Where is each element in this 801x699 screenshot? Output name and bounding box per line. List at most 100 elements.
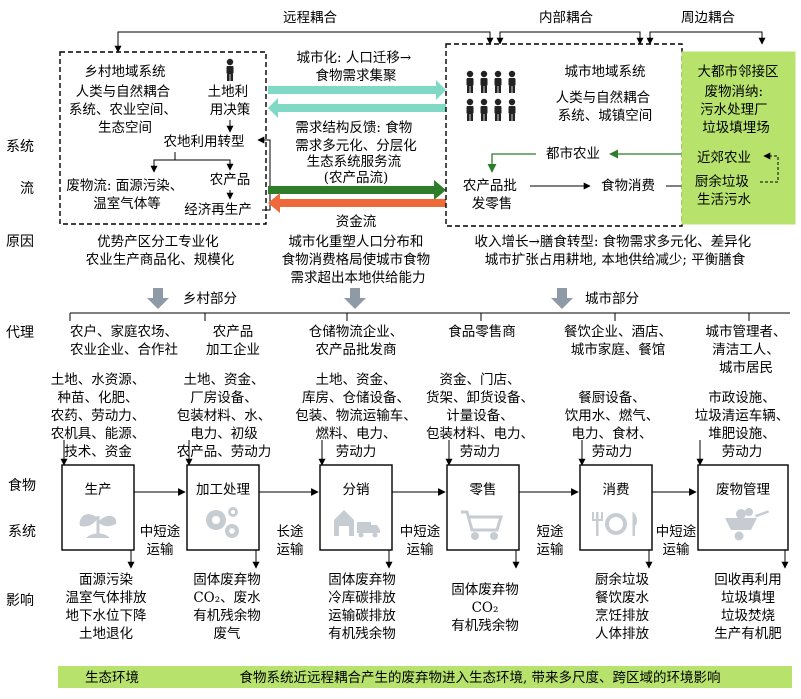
metro-desc: 废物消纳: 污水处理厂 垃圾填埋场 [700, 84, 772, 136]
dashed-arrow-waste-to-suburban [760, 152, 779, 183]
arrow-transform-to-product [175, 159, 234, 171]
agent-processing: 农产品加工企业 [206, 324, 260, 358]
urban-desc: 人类与自然耦合 系统、城镇空间 [556, 89, 655, 124]
agent-tick-marks [69, 313, 750, 321]
side-label-cause: 原因 [6, 234, 34, 250]
rural-desc: 人类与自然耦合 系统、农业空间、 生态空间 [69, 83, 181, 136]
side-label-agent: 代理 [6, 325, 34, 341]
inputs-retail: 资金、门店、货架、卸货设备、计量设备、包装材料、电力、劳动力 [426, 372, 534, 460]
sprout-icon [79, 514, 117, 538]
impact-production: 面源污染温室气体排放地下水位下降土地退化 [66, 572, 147, 642]
svg-text:生产: 生产 [85, 482, 112, 498]
peripheral-coupling-bracket [646, 31, 766, 45]
flow-urbanization-label: 城市化: 人口迁移→ 食物需求集聚 [297, 49, 416, 84]
agent-production: 农户、家庭农场、农业企业、合作社 [70, 323, 178, 358]
impact-waste-management: 回收再利用垃圾填埋垃圾焚烧生产有机肥 [714, 572, 782, 642]
arrow-economy-feedback [257, 136, 271, 211]
label-remote-coupling: 远程耦合 [283, 10, 337, 26]
agents-row: 农户、家庭农场、农业企业、合作社 农产品加工企业 仓储物流企业、农产品批发商 食… [70, 323, 787, 376]
stage-consumption: 消费 [579, 464, 653, 551]
shopping-cart-icon [461, 510, 504, 540]
transport-3: 中短途运输 [400, 523, 441, 558]
label-city-part: 城市部分 [585, 290, 639, 307]
metro-suburban-agriculture: 近郊农业 [697, 149, 751, 166]
rural-title: 乡村地域系统 [85, 64, 166, 80]
ecological-environment-label: 生态环境 [85, 670, 139, 686]
side-label-impact: 影响 [6, 593, 34, 609]
svg-text:加工处理: 加工处理 [196, 482, 250, 498]
label-rural-part: 乡村部分 [183, 291, 237, 307]
stage-to-impact-arrows [127, 550, 789, 569]
svg-text:零售: 零售 [470, 482, 497, 498]
svg-text:废物管理: 废物管理 [716, 482, 770, 498]
arrow-transform-split [150, 152, 176, 173]
urban-agriculture: 都市农业 [546, 145, 600, 162]
svg-text:消费: 消费 [603, 482, 630, 498]
flow-capital-label: 资金流 [336, 214, 377, 230]
gray-down-arrow-1 [147, 288, 169, 309]
inputs-production: 土地、水资源、种苗、化肥、农药、劳动力、农机具、能源、技术、资金 [51, 372, 146, 460]
cause-rural: 优势产区分工专业化 农业生产商品化、规模化 [86, 234, 235, 268]
label-internal-coupling: 内部耦合 [539, 10, 593, 26]
flow-ecosystem-label: 生态系统服务流 (农产品流) [307, 154, 406, 186]
metro-adjacent-box [681, 51, 796, 225]
gears-icon [206, 507, 239, 538]
remote-coupling-bracket [114, 31, 494, 53]
inputs-distribution: 土地、资金、库房、仓储设备、包装、物流运输车、燃料、电力、劳动力 [295, 372, 417, 460]
inputs-consumption: 餐厨设备、饮用水、燃气、电力、食材、劳动力 [565, 389, 660, 460]
agent-distribution: 仓储物流企业、农产品批发商 [309, 323, 404, 358]
rural-product: 农产品 [210, 172, 251, 188]
teal-arrow-demand-feedback [268, 98, 446, 118]
cause-income: 收入增长→膳食转型: 食物需求多元化、差异化 城市扩张占用耕地, 本地供给减少;… [475, 233, 756, 268]
gray-down-arrow-3 [551, 288, 573, 309]
wheelbarrow-icon [725, 508, 770, 541]
inputs-waste-management: 市政设施、垃圾清运车辆、堆肥设施、劳动力 [695, 389, 790, 460]
stage-production: 生产 [61, 464, 135, 551]
rural-economy: 经济再生产 [184, 202, 252, 218]
impact-distribution: 固体废弃物冷库碳排放运输碳排放有机残余物 [328, 572, 396, 642]
stage-distribution: 分销 [319, 464, 393, 551]
ecological-environment-text: 食物系统近远程耦合产生的废弃物进入生态环境, 带来多尺度、跨区域的环境影响 [239, 669, 720, 686]
transport-2: 长途运输 [277, 523, 304, 558]
side-label-flow: 流 [20, 181, 34, 197]
green-arrow-urban-ag-to-wholesale [487, 153, 536, 173]
inputs-row: 土地、水资源、种苗、化肥、农药、劳动力、农机具、能源、技术、资金 土地、资金、厂… [51, 372, 790, 460]
urban-wholesale: 农产品批 发零售 [463, 178, 521, 212]
teal-arrow-urbanization [268, 80, 446, 100]
side-label-food-system: 食物 系统 [8, 477, 40, 540]
transport-1: 中短途运输 [140, 523, 181, 558]
gray-down-arrow-2 [344, 288, 366, 309]
orange-arrow-capital-flow [268, 193, 446, 213]
urban-title: 城市地域系统 [565, 63, 646, 80]
plate-cutlery-icon [592, 512, 638, 536]
cause-urbanization: 城市化重塑人口分布和 食物消费格局使城市食物 需求超出本地供给能力 [282, 233, 435, 286]
stage-processing: 加工处理 [186, 464, 260, 551]
impact-consumption: 厨余垃圾餐饮废水烹饪排放人体排放 [595, 571, 649, 642]
transport-5: 中短途运输 [656, 523, 697, 558]
ecological-environment-band [58, 666, 792, 688]
truck-warehouse-icon [334, 510, 380, 538]
svg-text:分销: 分销 [343, 482, 370, 498]
stage-waste-management: 废物管理 [697, 464, 789, 551]
internal-coupling-bracket [496, 31, 644, 45]
rural-waste-flow: 废物流: 面源污染、 温室气体等 [66, 178, 187, 212]
rural-landuse-decision: 土地利 用决策 [208, 84, 253, 118]
agent-retail: 食品零售商 [448, 323, 516, 340]
transport-labels: 中短途运输 长途运输 中短途运输 短途运输 中短途运输 [140, 523, 697, 558]
transport-4: 短途运输 [537, 523, 565, 558]
inputs-processing: 土地、资金、厂房设备、包装材料、水、电力、初级农产品、劳动力 [177, 372, 272, 460]
urban-consumption: 食物消费 [601, 177, 655, 194]
side-label-system: 系统 [6, 139, 34, 155]
rural-transform: 农地利用转型 [164, 134, 245, 150]
green-arrow-ecosystem-flow [268, 180, 446, 200]
label-peripheral-coupling: 周边耦合 [681, 10, 735, 26]
agent-consumption: 餐饮企业、酒店、城市家庭、餐馆 [564, 323, 672, 358]
flow-demand-label: 需求结构反馈: 食物 需求多元化、分层化 [295, 119, 417, 154]
agent-waste-management: 城市管理者、清洁工人、城市居民 [706, 323, 787, 376]
input-to-stage-arrows [60, 440, 704, 466]
metro-kitchen-waste: 厨余垃圾 生活污水 [695, 173, 753, 208]
